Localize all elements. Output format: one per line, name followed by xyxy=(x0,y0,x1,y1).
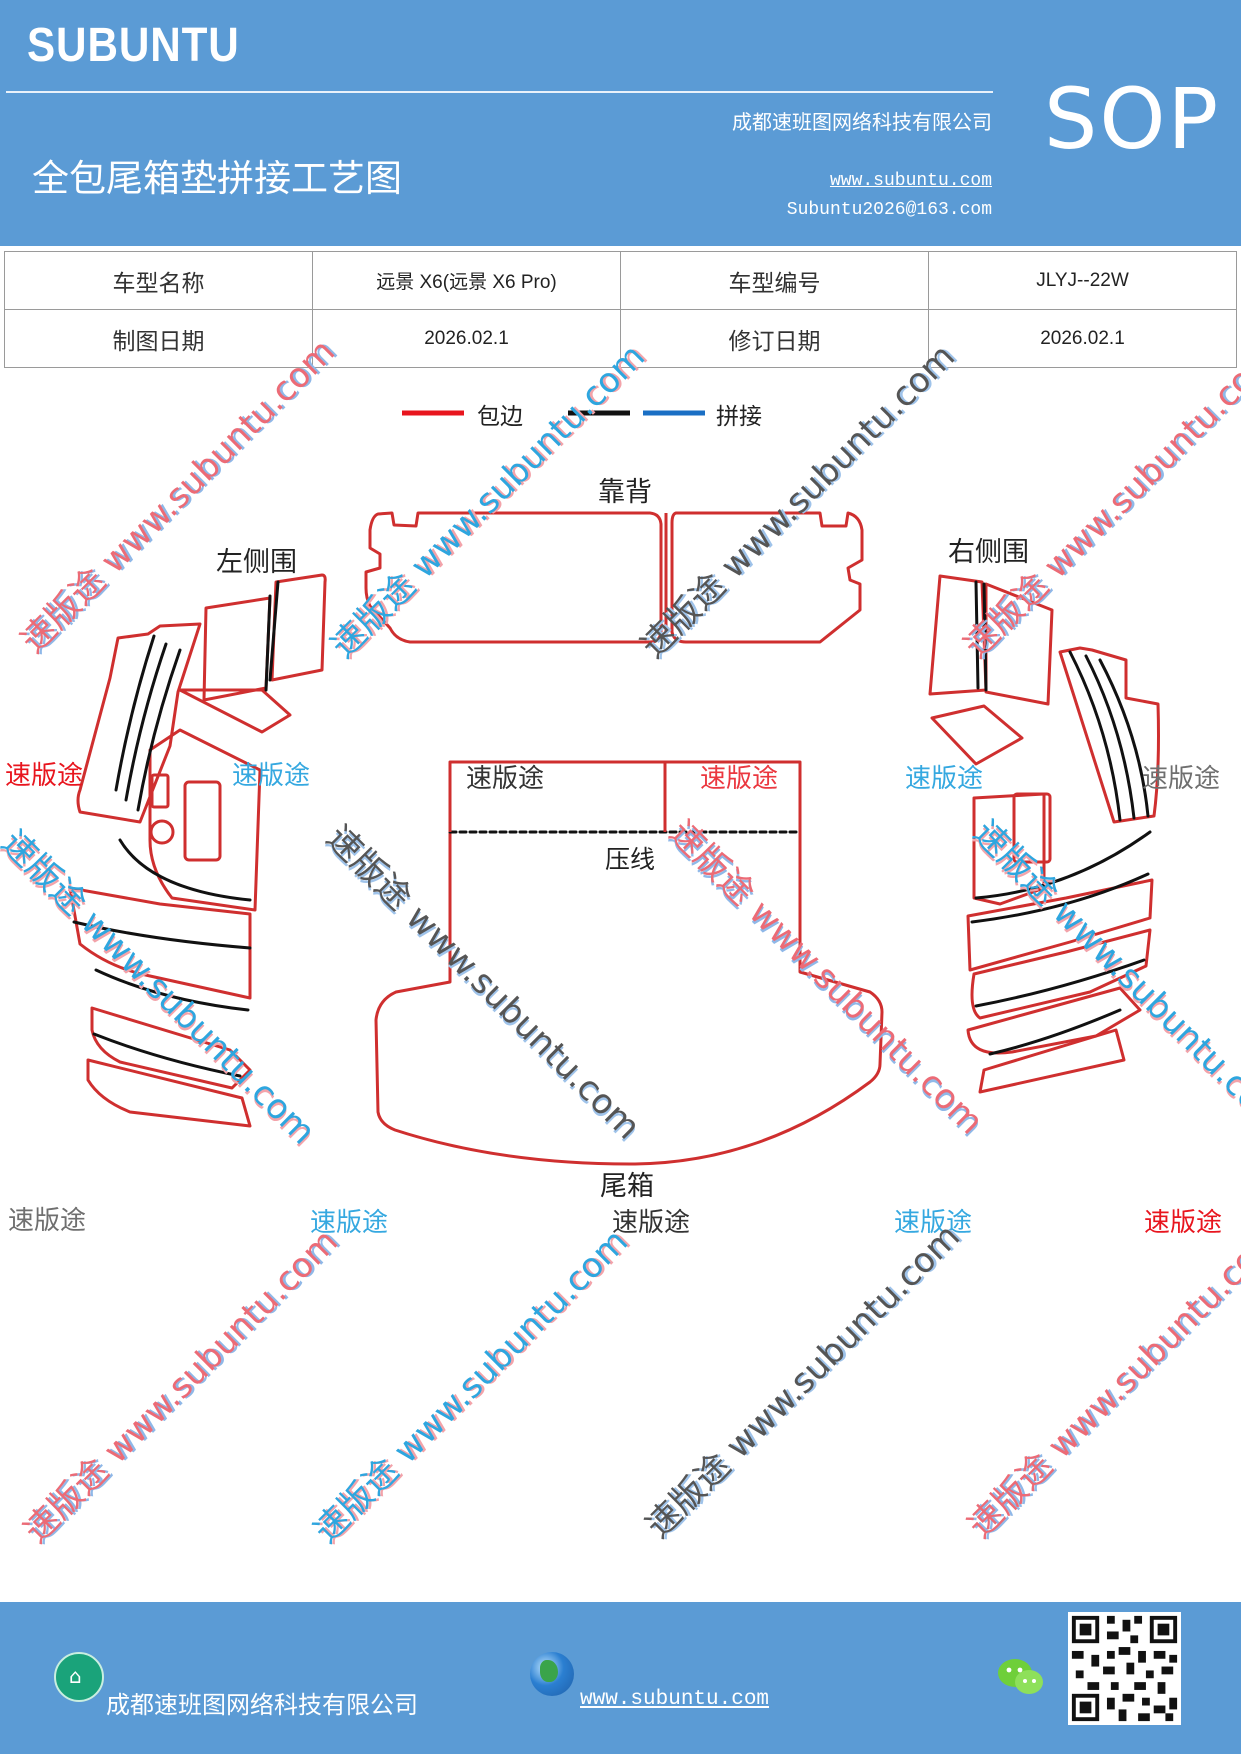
watermark-text: 速版途 xyxy=(894,1208,973,1238)
watermark-text: 速版途 xyxy=(1142,764,1221,794)
revision-date-value: 2026.02.1 xyxy=(928,309,1237,368)
right-seam-7 xyxy=(970,872,1150,924)
right-seam-6 xyxy=(974,830,1152,900)
email-address[interactable]: Subuntu2026@163.com xyxy=(786,200,992,220)
watermark-diagonal: 速版途 www.subuntu.com xyxy=(638,1216,968,1547)
left-seam-3 xyxy=(114,634,156,792)
watermark-text: 速版途 xyxy=(1144,1208,1223,1238)
right-side-label: 右侧围 xyxy=(948,537,1029,568)
footer-banner: ⌂ 成都速班图网络科技有限公司 www.subuntu.com xyxy=(0,1602,1241,1754)
left-vent-panel xyxy=(178,688,292,734)
watermark-text: 速版途 xyxy=(5,761,84,791)
left-seam-2 xyxy=(268,580,280,682)
right-seam-1 xyxy=(982,582,988,692)
left-seam-6 xyxy=(118,838,252,902)
backrest-label: 靠背 xyxy=(598,477,652,508)
left-outer-panel xyxy=(76,622,202,824)
globe-icon xyxy=(530,1652,574,1696)
vehicle-info-table: 车型名称 远景 X6(远景 X6 Pro) 车型编号 JLYJ--22W 制图日… xyxy=(4,251,1237,368)
left-pocket xyxy=(183,780,222,862)
right-vent-panel xyxy=(930,704,1024,766)
right-lower-panel-d xyxy=(978,1028,1126,1094)
watermark-text: 速版途 xyxy=(466,764,545,794)
left-seam-8 xyxy=(94,968,250,1012)
drawing-date-value: 2026.02.1 xyxy=(312,309,621,368)
model-code-label: 车型编号 xyxy=(620,251,929,310)
home-icon: ⌂ xyxy=(54,1652,104,1702)
footer-company: 成都速班图网络科技有限公司 xyxy=(106,1691,418,1719)
left-seam-1 xyxy=(264,594,272,692)
watermark-text: 速版途 xyxy=(612,1208,691,1238)
model-code-value: JLYJ--22W xyxy=(928,251,1237,310)
model-name-label: 车型名称 xyxy=(4,251,313,310)
left-seam-7 xyxy=(72,920,252,950)
right-seam-2 xyxy=(974,580,980,690)
left-seam-4 xyxy=(124,642,168,802)
left-lower-panel-b xyxy=(90,1006,252,1090)
footer-website-link[interactable]: www.subuntu.com xyxy=(580,1688,770,1711)
trunk-panel xyxy=(374,760,884,1166)
right-seam-5 xyxy=(1098,658,1150,818)
right-lower-panel-b xyxy=(970,928,1152,1020)
left-lower-panel-a xyxy=(68,886,252,1000)
wechat-icon xyxy=(998,1659,1043,1694)
right-seam-3 xyxy=(1068,650,1122,822)
splicing-diagram: 包边 拼接 靠背 左侧围 右侧围 压线 尾箱 速版途 速版途 速版途 速版途 速… xyxy=(0,331,1241,1250)
header-banner: SUBUNTU 成都速班图网络科技有限公司 全包尾箱垫拼接工艺图 www.sub… xyxy=(0,0,1241,246)
legend-seam-label: 拼接 xyxy=(716,404,762,430)
watermark-text: 速版途 xyxy=(905,764,984,794)
right-lower-panel-c xyxy=(966,986,1142,1055)
model-name-value: 远景 X6(远景 X6 Pro) xyxy=(312,251,621,310)
qr-code[interactable] xyxy=(1068,1612,1181,1725)
sop-badge: SOP xyxy=(1044,70,1221,168)
watermark-diagonal: 速版途 www.subuntu.com xyxy=(960,1216,1241,1547)
left-hole xyxy=(149,819,175,845)
left-lower-panel-c xyxy=(86,1058,252,1128)
crease-label: 压线 xyxy=(605,845,656,874)
page-title: 全包尾箱垫拼接工艺图 xyxy=(32,157,402,200)
right-seam-9 xyxy=(988,1008,1122,1056)
right-seam-4 xyxy=(1084,654,1136,820)
right-lower-panel-a xyxy=(966,878,1154,972)
watermark-text: 速版途 xyxy=(232,761,311,791)
table-row: 车型名称 远景 X6(远景 X6 Pro) 车型编号 JLYJ--22W xyxy=(4,251,1237,310)
left-seam-9 xyxy=(92,1032,242,1078)
diagram-drawing xyxy=(68,410,1160,1166)
watermark-text: 速版途 xyxy=(8,1206,87,1236)
backrest-left-panel xyxy=(364,511,663,644)
backrest-right-panel xyxy=(670,511,864,644)
left-slot xyxy=(150,773,170,809)
left-upper-panel xyxy=(202,596,272,702)
watermark-text: 速版途 xyxy=(700,764,779,794)
table-row: 制图日期 2026.02.1 修订日期 2026.02.1 xyxy=(4,309,1237,368)
drawing-date-label: 制图日期 xyxy=(4,309,313,368)
watermark-text: 速版途 xyxy=(310,1208,389,1238)
left-seam-5 xyxy=(136,648,182,812)
watermark-diagonal: 速版途 www.subuntu.com xyxy=(306,1221,636,1552)
header-divider xyxy=(6,91,993,93)
website-link[interactable]: www.subuntu.com xyxy=(829,171,992,191)
company-name: 成都速班图网络科技有限公司 xyxy=(732,110,992,134)
revision-date-label: 修订日期 xyxy=(620,309,929,368)
right-seam-8 xyxy=(974,958,1146,1008)
right-pocket xyxy=(1012,792,1052,864)
right-outer-panel xyxy=(1058,646,1160,824)
left-side-label: 左侧围 xyxy=(216,547,297,578)
left-upper-right-panel xyxy=(270,573,327,682)
watermark-diagonal: 速版途 www.subuntu.com xyxy=(16,1221,346,1552)
trunk-label: 尾箱 xyxy=(600,1171,654,1202)
left-body-panel xyxy=(148,728,262,912)
brand-logo: SUBUNTU xyxy=(27,19,240,72)
legend-edge-label: 包边 xyxy=(477,404,523,430)
